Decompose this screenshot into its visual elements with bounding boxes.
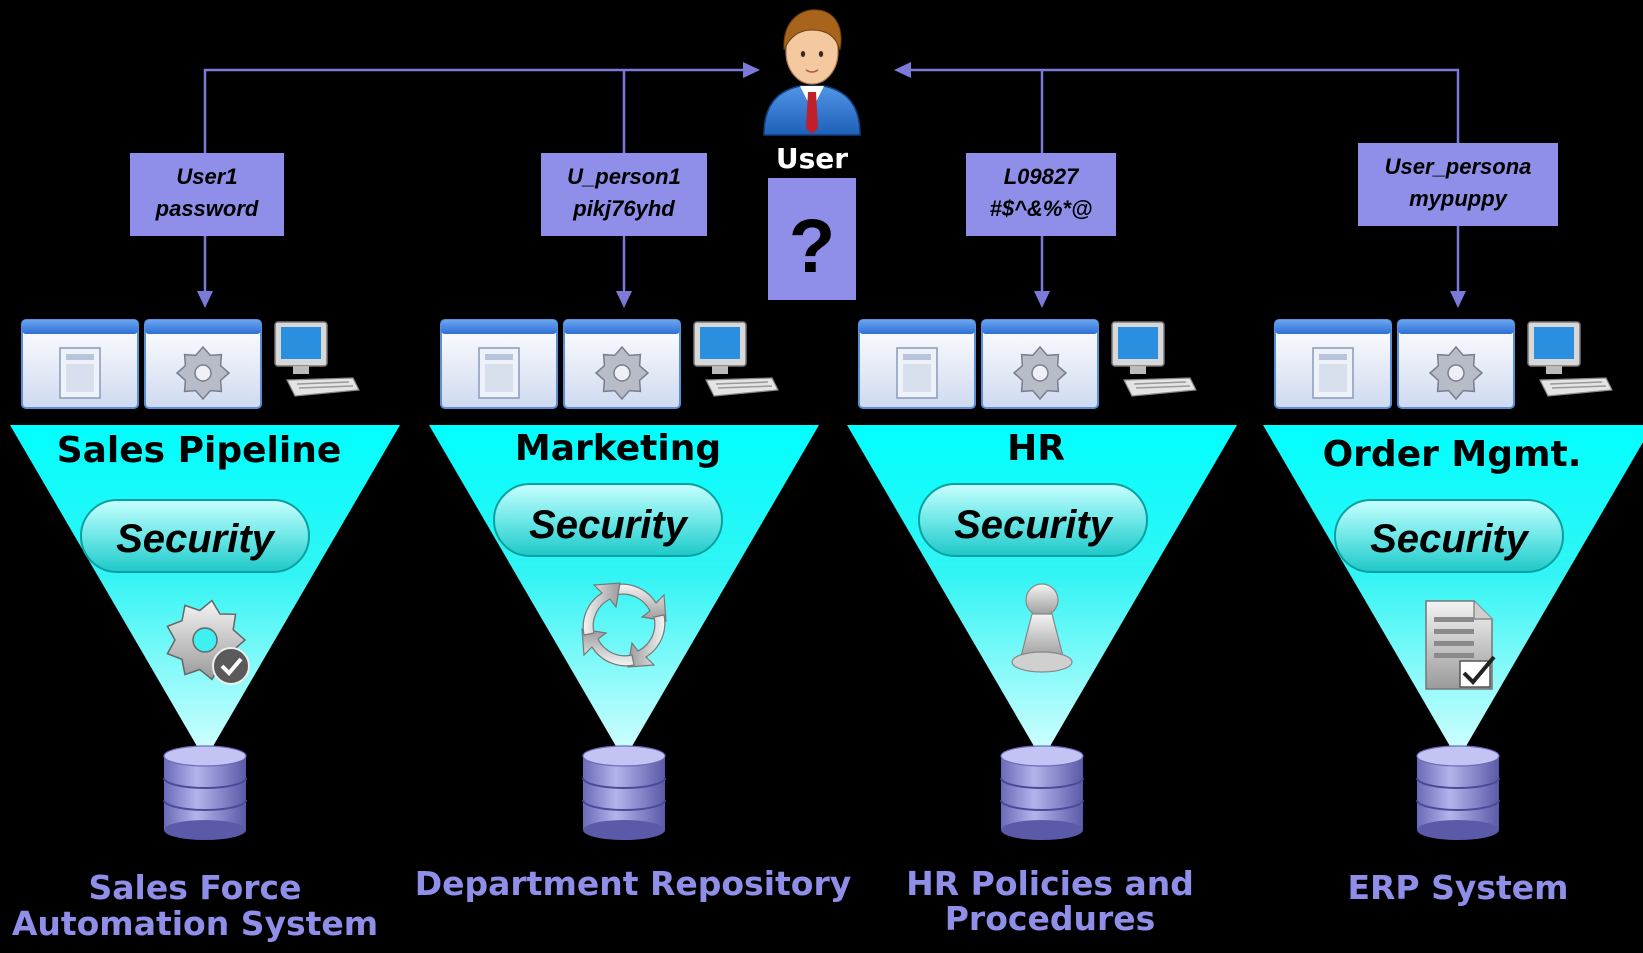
system-label: Sales Force (89, 868, 302, 907)
settings-window-icon (1397, 319, 1515, 409)
security-label: Security (954, 503, 1114, 547)
column-title: HR (1007, 428, 1065, 469)
settings-window-icon (144, 319, 262, 409)
column-title: Sales Pipeline (57, 430, 342, 471)
security-label: Security (529, 503, 689, 547)
computer-icon (1111, 321, 1197, 397)
database-icon (582, 745, 666, 840)
pawn-icon (1011, 583, 1073, 673)
system-label: Automation System (12, 904, 378, 943)
credential-password: pikj76yhd (572, 196, 675, 221)
system-label: Procedures (945, 899, 1156, 938)
document-window-icon (21, 319, 139, 409)
document-check-icon (1425, 600, 1496, 690)
settings-window-icon (981, 319, 1099, 409)
arrowhead-icon (1450, 291, 1466, 308)
user-label: User (776, 142, 848, 175)
column-2: U_person1 pikj76yhdMarketingSecurityDepar… (415, 153, 852, 903)
question-mark: ? (789, 204, 835, 289)
column-title: Order Mgmt. (1323, 434, 1582, 475)
database-icon (1000, 745, 1084, 840)
document-window-icon (858, 319, 976, 409)
database-icon (1416, 745, 1500, 840)
security-pill (493, 483, 723, 557)
system-label: Department Repository (415, 864, 852, 903)
security-funnel (10, 425, 400, 760)
column-3: L09827 #$^&%*@ HR Security HR Policies andPr… (847, 153, 1237, 938)
security-label: Security (1370, 517, 1530, 561)
settings-window-icon (563, 319, 681, 409)
computer-icon (1527, 321, 1613, 397)
credential-password: password (155, 196, 259, 221)
credential-username: L09827 (1004, 164, 1080, 189)
security-pill (80, 499, 310, 573)
document-window-icon (440, 319, 558, 409)
credential-password: #$^&%*@ (990, 196, 1093, 221)
document-window-icon (1274, 319, 1392, 409)
recycle-arrows-icon (581, 582, 667, 668)
computer-icon (693, 321, 779, 397)
credential-username: U_person1 (567, 164, 681, 189)
credentials-box (966, 153, 1116, 236)
security-pill (1334, 499, 1564, 573)
arrowhead-icon (616, 291, 632, 308)
arrowhead-icon (1034, 291, 1050, 308)
security-label: Security (116, 517, 276, 561)
system-label: HR Policies and (906, 864, 1194, 903)
user-group: User? (763, 9, 861, 300)
security-funnel (1263, 425, 1643, 760)
arrowhead-icon (197, 291, 213, 308)
system-label: ERP System (1347, 868, 1568, 907)
arrowhead-icon (743, 62, 760, 78)
computer-icon (274, 321, 360, 397)
credential-username: User1 (176, 164, 237, 189)
question-box (768, 178, 856, 300)
column-title: Marketing (515, 428, 721, 469)
credentials-box (541, 153, 707, 236)
gear-check-icon (166, 599, 250, 685)
credential-username: User_persona (1385, 154, 1532, 179)
credentials-box (1358, 143, 1558, 226)
credential-password: mypuppy (1409, 186, 1509, 211)
user-avatar-icon (763, 9, 861, 136)
arrowhead-icon (894, 62, 911, 78)
credentials-box (130, 153, 284, 236)
database-icon (163, 745, 247, 840)
security-pill (918, 483, 1148, 557)
